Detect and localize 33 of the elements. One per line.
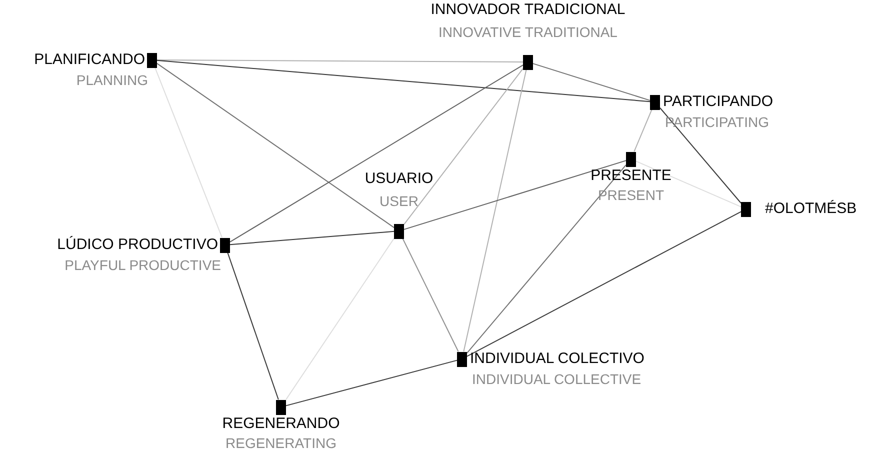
connector-line [634,109,652,152]
connector-line [286,360,458,406]
node-label: INDIVIDUAL COLECTIVO [470,350,644,368]
connector-line [156,60,524,62]
connector-line [154,67,223,238]
translation-label: PLAYFUL PRODUCTIVE [64,256,221,274]
node-label: #OLOTMÉSB [765,200,857,218]
connector-line [466,211,742,357]
connector-line [227,252,279,400]
node-label: PLANIFICANDO [34,50,145,68]
connector-line [230,64,524,242]
translation-label: PLANNING [76,70,148,88]
connector-line [402,238,459,352]
node-label: PARTICIPANDO [663,92,774,110]
node-label: USUARIO [364,170,434,188]
connector-line [404,160,626,230]
connector-line [156,62,394,228]
node-label: LÚDICO PRODUCTIVO [57,236,218,254]
connector-line [636,160,742,208]
connector-line [404,68,524,225]
translation-label: USER [380,192,418,210]
translation-label: REGENERATING [226,434,336,452]
node-label: REGENERANDO [222,414,340,432]
translation-label: INDIVIDUAL COLLECTIVE [472,370,642,388]
translation-label: PRESENT [598,186,664,204]
connector-line [532,63,650,101]
connector-line [230,230,394,246]
connector-line [156,60,650,102]
connector-line [463,69,527,352]
connector-line [286,238,394,400]
translation-label: INNOVATIVE TRADITIONAL [438,22,618,40]
connector-line [466,164,626,354]
node-label: INNOVADOR TRADICIONAL [430,0,626,18]
